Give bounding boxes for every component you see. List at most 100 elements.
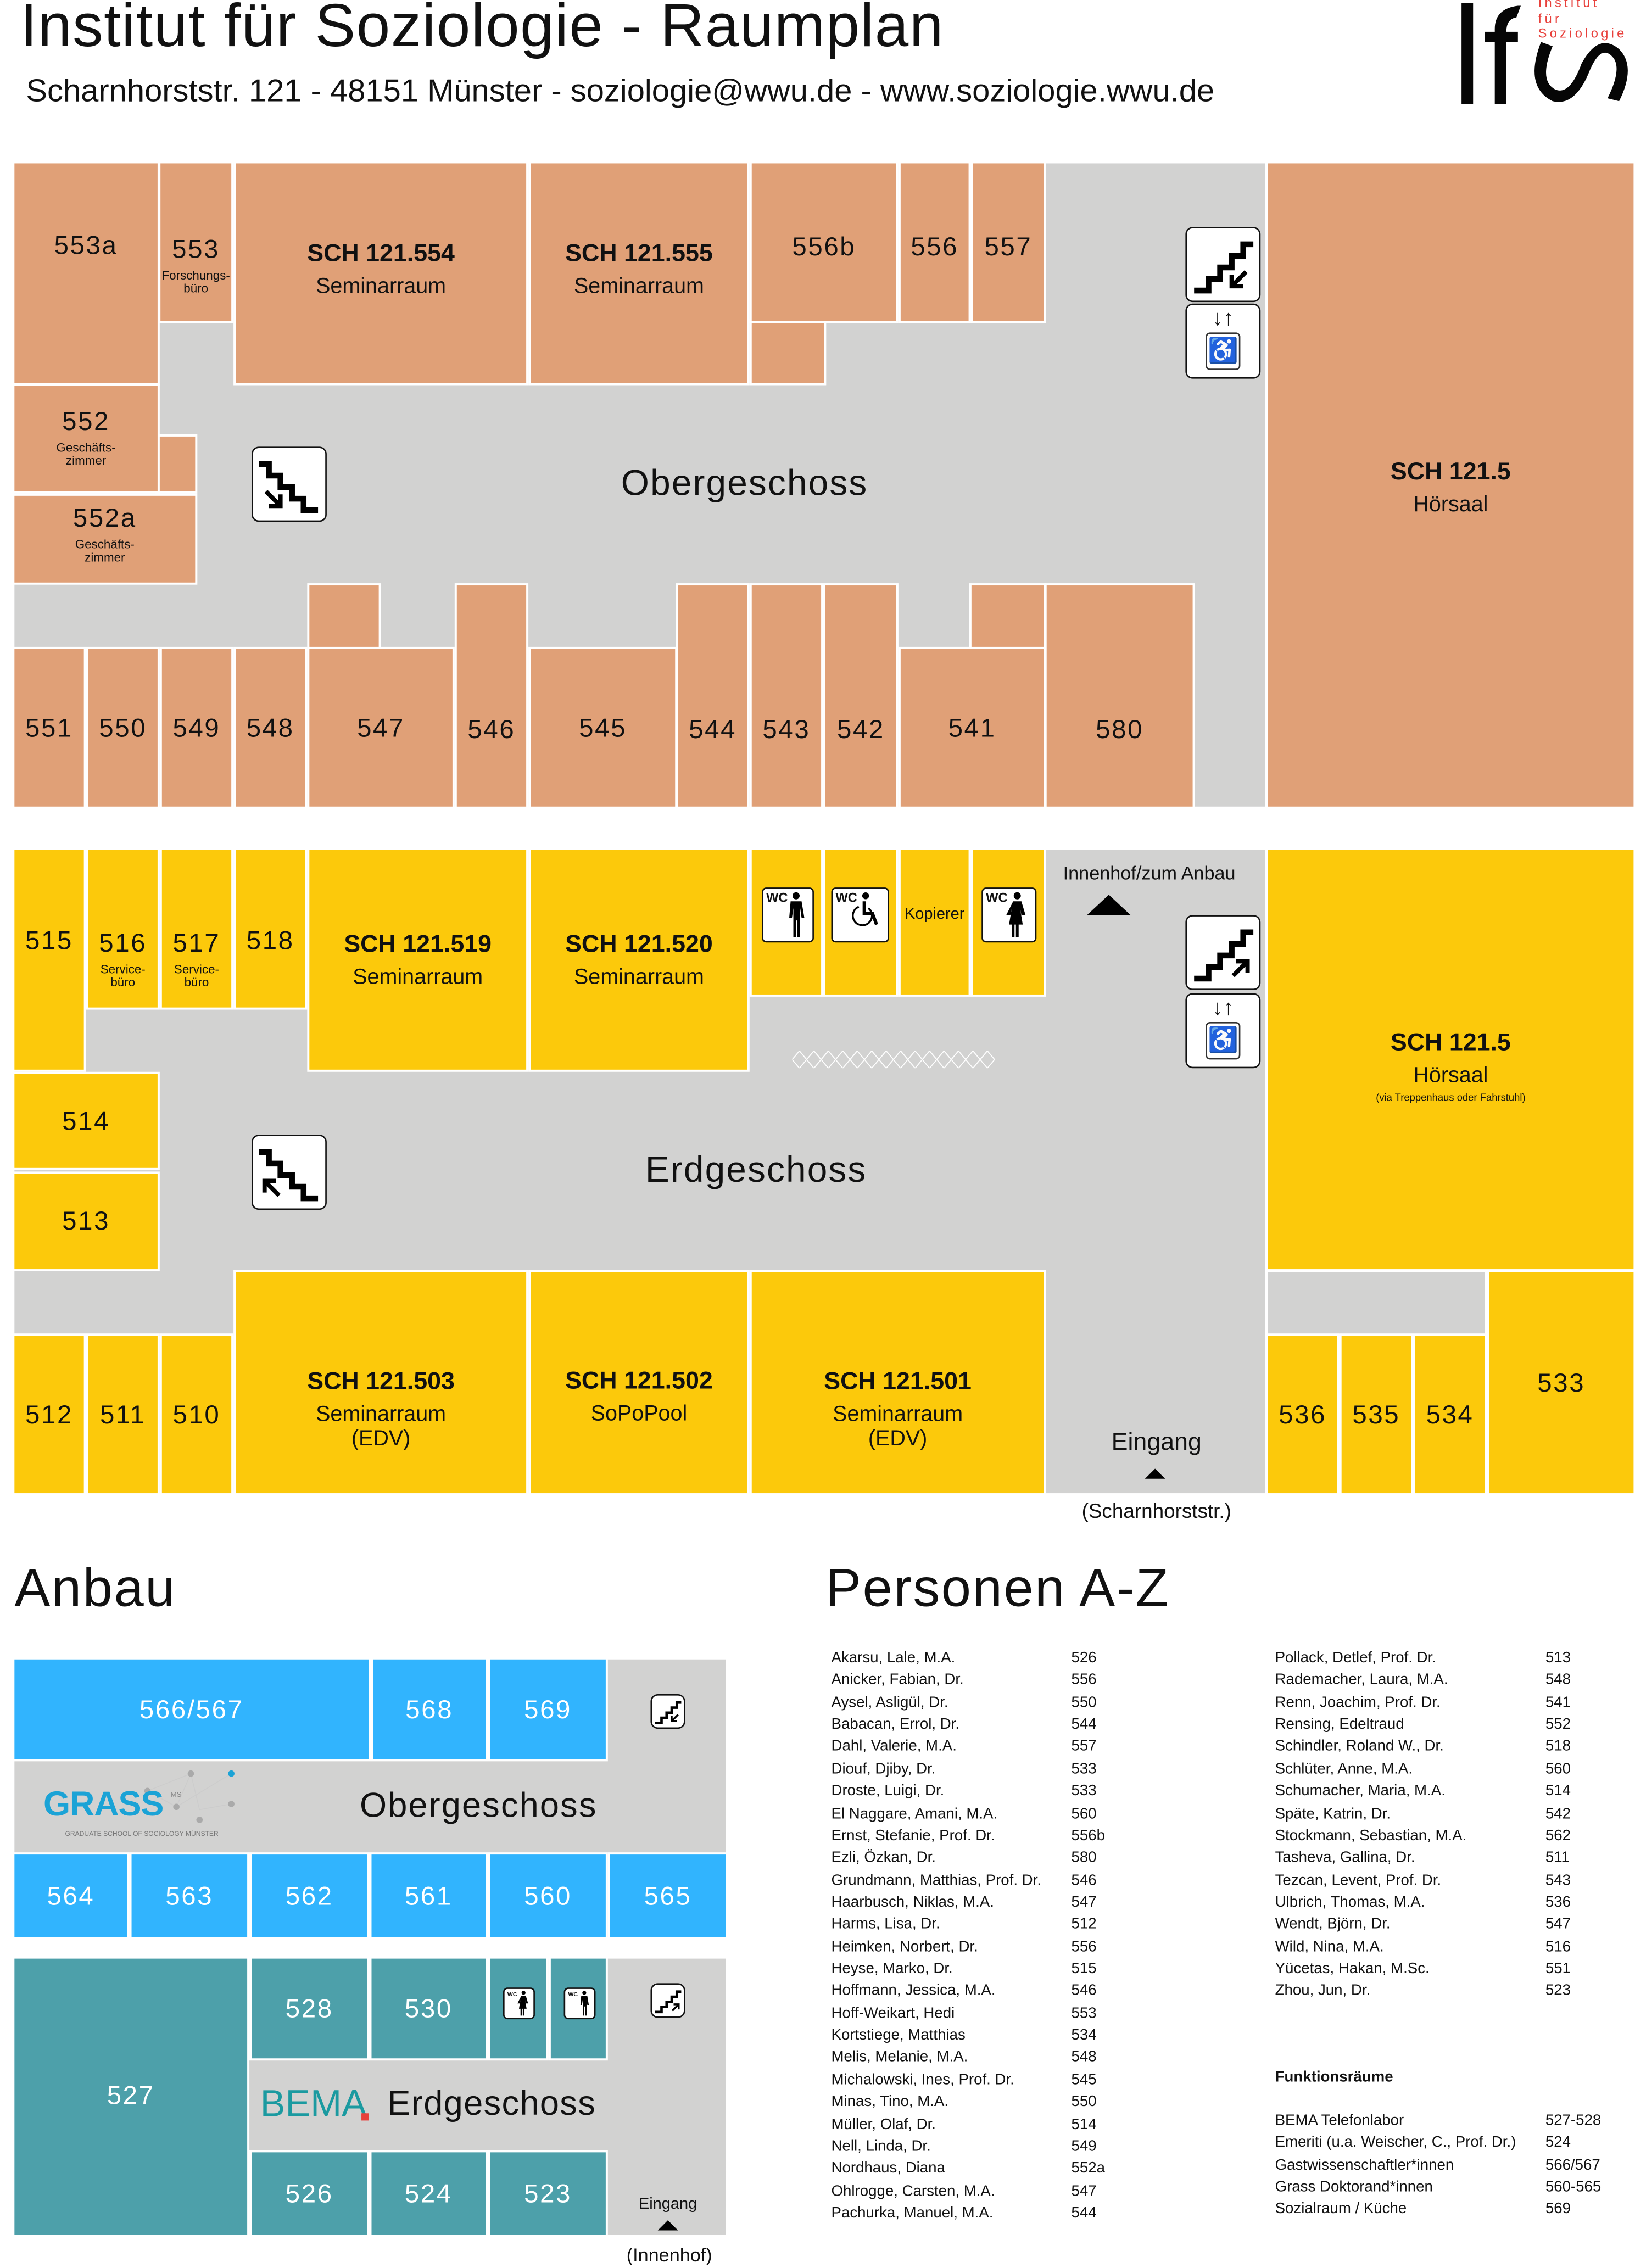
room-number: 528 (285, 1993, 333, 2023)
person-name: Hoff-Weikart, Hedi (831, 2004, 955, 2022)
room-label-r550: 550 (88, 713, 158, 742)
room-r543[interactable] (751, 585, 822, 807)
room-r512[interactable] (14, 1336, 84, 1494)
person-name: Zhou, Jun, Dr. (1275, 1982, 1371, 2000)
room-r519[interactable] (309, 850, 527, 1070)
room-name: Kopierer (904, 906, 965, 924)
room-r513[interactable] (14, 1174, 158, 1270)
room-r544[interactable] (678, 585, 747, 807)
room-r516[interactable] (88, 850, 158, 1008)
entrance-label[interactable]: Eingang (1111, 1428, 1202, 1456)
anbau-entrance-label[interactable]: Eingang (638, 2196, 697, 2213)
grass-logo-tagline: GRADUATE SCHOOL OF SOCIOLOGY MÜNSTER (65, 1830, 219, 1837)
room-r547[interactable] (309, 649, 453, 807)
room-r514[interactable] (14, 1074, 158, 1168)
room-r541-part[interactable] (971, 585, 1044, 649)
elevator-arrows-icon: ↓↑ (1212, 996, 1234, 1021)
room-code: SCH 121.520 (565, 930, 713, 958)
room-r518[interactable] (236, 850, 305, 1008)
room-r568[interactable] (373, 1659, 486, 1759)
woman-icon (1006, 892, 1026, 937)
room-r566[interactable] (14, 1659, 369, 1759)
stairs-up-icon (252, 1135, 327, 1210)
room-number: 553 (172, 234, 220, 264)
room-r580[interactable] (1046, 585, 1193, 807)
room-r502[interactable] (531, 1272, 747, 1494)
room-r536[interactable] (1268, 1336, 1337, 1494)
room-r501[interactable] (751, 1272, 1044, 1494)
room-r556[interactable] (900, 163, 969, 321)
room-r561[interactable] (371, 1854, 486, 1937)
room-r552a[interactable] (14, 495, 196, 583)
room-r542[interactable] (825, 585, 896, 807)
room-number: 526 (285, 2178, 333, 2208)
room-r569[interactable] (490, 1659, 606, 1759)
room-number: 551 (25, 713, 73, 742)
room-r526[interactable] (252, 2152, 367, 2235)
room-r549[interactable] (161, 649, 232, 807)
room-r556b[interactable] (751, 163, 896, 321)
room-r556b-part[interactable] (751, 321, 824, 383)
room-r515[interactable] (14, 850, 84, 1070)
room-r535[interactable] (1341, 1336, 1411, 1494)
stairs-up-icon (1185, 915, 1261, 991)
room-r546[interactable] (456, 585, 527, 807)
room-label-r548: 548 (236, 713, 305, 742)
room-r552-part[interactable] (157, 436, 196, 491)
person-room: 544 (1071, 1716, 1097, 1734)
room-hs[interactable] (1268, 163, 1634, 807)
room-r510[interactable] (161, 1336, 232, 1494)
room-r523[interactable] (490, 2152, 606, 2235)
room-number: 516 (99, 928, 147, 958)
room-label-r546: 546 (457, 715, 526, 745)
person-room: 556b (1071, 1826, 1105, 1845)
room-r557[interactable] (973, 163, 1044, 321)
room-r555[interactable] (531, 163, 747, 383)
logo-text-line1: Institut (1538, 0, 1600, 10)
room-r552[interactable] (14, 386, 158, 491)
room-r511[interactable] (88, 1336, 158, 1494)
room-r563[interactable] (131, 1854, 248, 1937)
wheelchair-icon: ♿ (1206, 332, 1241, 370)
person-room: 546 (1071, 1871, 1097, 1889)
room-r530[interactable] (371, 1958, 486, 2059)
function-room-name: Sozialraum / Küche (1275, 2200, 1407, 2218)
room-r520[interactable] (531, 850, 747, 1070)
room-r545[interactable] (531, 649, 676, 807)
room-r553a[interactable] (14, 163, 158, 383)
room-r524[interactable] (371, 2152, 486, 2235)
person-name: Stockmann, Sebastian, M.A. (1275, 1826, 1467, 1845)
room-r517[interactable] (161, 850, 232, 1008)
person-room: 547 (1071, 1893, 1097, 1911)
room-r534[interactable] (1415, 1336, 1485, 1494)
room-r564[interactable] (14, 1854, 127, 1937)
room-r565[interactable] (610, 1854, 726, 1937)
person-name: Diouf, Djiby, Dr. (831, 1760, 936, 1778)
room-number: 513 (62, 1206, 110, 1236)
room-r527[interactable] (14, 1958, 248, 2235)
person-room: 511 (1545, 1849, 1570, 1867)
room-r553[interactable] (160, 163, 232, 321)
person-name: Grundmann, Matthias, Prof. Dr. (831, 1871, 1042, 1889)
innenhof-label: Innenhof/zum Anbau (1063, 862, 1236, 884)
room-label-r556: 556 (901, 232, 969, 262)
room-r554[interactable] (236, 163, 527, 383)
room-r550[interactable] (88, 649, 158, 807)
room-r551[interactable] (14, 649, 84, 807)
room-kop[interactable] (900, 850, 969, 995)
room-r541[interactable] (900, 649, 1044, 807)
room-r547-part[interactable] (309, 585, 379, 649)
room-r503[interactable] (236, 1272, 527, 1494)
wc-label: WC (835, 890, 857, 905)
room-number: 553a (54, 231, 118, 260)
room-r528[interactable] (252, 1958, 367, 2059)
room-r548[interactable] (236, 649, 305, 807)
room-hs[interactable] (1268, 850, 1634, 1270)
room-r562[interactable] (252, 1854, 367, 1937)
up-arrow-icon (1087, 895, 1131, 915)
ifs-logo: Institut für Soziologie (1457, 0, 1635, 110)
room-r560[interactable] (490, 1854, 606, 1937)
room-r533[interactable] (1489, 1272, 1634, 1494)
